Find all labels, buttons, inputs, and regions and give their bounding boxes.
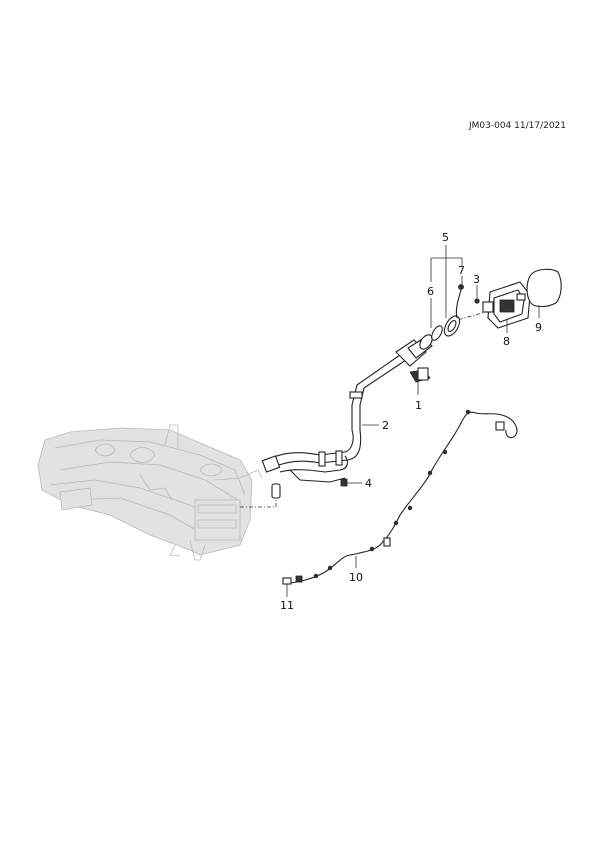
callout-2: 2 (382, 419, 389, 432)
fuel-door-wiring-harness (289, 409, 518, 584)
callout-3: 3 (473, 273, 480, 286)
fuel-filler-housing (482, 281, 531, 329)
callout-7: 7 (458, 264, 465, 277)
callout-1: 1 (415, 399, 422, 412)
bolt (340, 478, 348, 487)
fuel-filler-pipe (261, 334, 433, 499)
callout-6: 6 (427, 285, 434, 298)
fuel-door (526, 268, 562, 308)
callout-9: 9 (535, 321, 542, 334)
pipe-bracket (409, 367, 431, 383)
filler-neck-seal (431, 315, 461, 341)
diagram-reference-code: JM03-004 11/17/2021 (468, 121, 566, 131)
callout-5: 5 (442, 231, 449, 244)
callout-4: 4 (365, 477, 372, 490)
callout-11: 11 (280, 599, 294, 612)
drain-hose-grommet (455, 284, 464, 319)
callout-8: 8 (503, 335, 510, 348)
callout-10: 10 (349, 571, 363, 584)
retaining-clip (474, 298, 480, 304)
fuel-tank-ghost-illustration (37, 424, 263, 561)
leader-5 (430, 245, 463, 318)
